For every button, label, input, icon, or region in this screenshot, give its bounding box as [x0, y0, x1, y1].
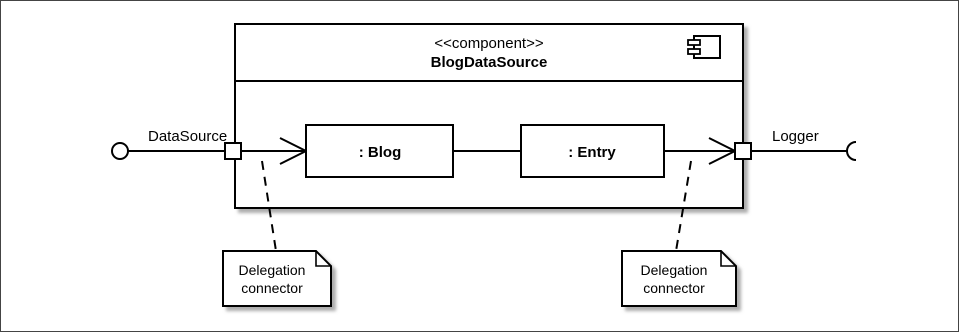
left-note-line2: connector — [241, 280, 303, 296]
right-port — [734, 142, 752, 160]
left-note-line1: Delegation — [239, 262, 306, 278]
right-note-line1: Delegation — [641, 262, 708, 278]
blog-part-label: : Blog — [359, 144, 402, 161]
socket-icon — [846, 141, 857, 161]
folded-corner-icon — [720, 251, 736, 267]
right-note: Delegation connector — [621, 250, 737, 307]
right-note-line2: connector — [643, 280, 705, 296]
left-port — [224, 142, 242, 160]
lollipop-icon — [111, 142, 129, 160]
provided-interface: DataSource — [111, 128, 227, 160]
entry-part: : Entry — [520, 124, 665, 178]
blog-part: : Blog — [305, 124, 454, 178]
required-interface-label: Logger — [772, 128, 819, 145]
folded-corner-icon — [315, 251, 331, 267]
component-box: <<component>> BlogDataSource — [234, 23, 744, 209]
provided-interface-label: DataSource — [148, 128, 227, 145]
component-icon — [687, 35, 721, 59]
component-stereotype: <<component>> — [434, 35, 543, 52]
required-interface: Logger — [751, 128, 857, 161]
component-name: BlogDataSource — [431, 54, 548, 71]
left-note: Delegation connector — [222, 250, 332, 307]
entry-part-label: : Entry — [568, 144, 616, 161]
